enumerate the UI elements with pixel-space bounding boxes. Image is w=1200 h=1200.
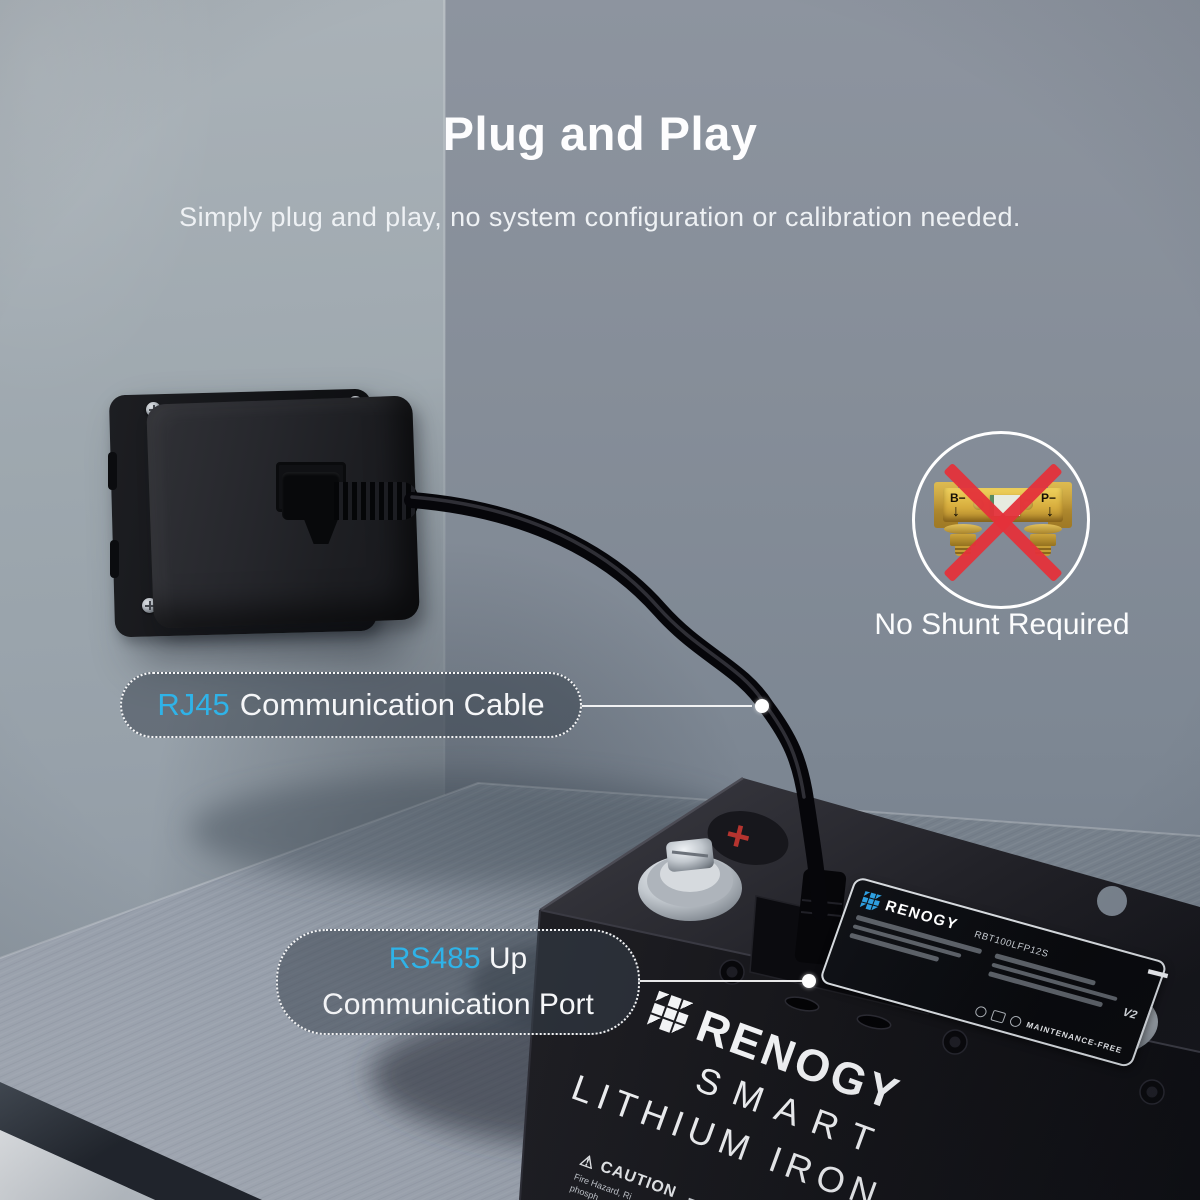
rs485-text-line2: Communication Port	[322, 988, 594, 1021]
rj45-callout: RJ45 Communication Cable	[120, 672, 582, 738]
battery-edge-notch	[1097, 886, 1127, 916]
desk-front-edge	[0, 1082, 262, 1200]
page-title: Plug and Play	[442, 107, 758, 160]
renogy-logo-icon	[647, 990, 694, 1038]
wall-corner	[443, 0, 446, 860]
rj45-highlight: RJ45	[157, 687, 230, 722]
rs485-callout-dot	[802, 974, 816, 988]
shunt-bolt	[1024, 524, 1062, 556]
rj45-callout-dot	[755, 699, 769, 713]
rj45-callout-line	[580, 705, 752, 707]
cert-icon	[990, 1009, 1007, 1024]
rs485-highlight: RS485	[388, 941, 481, 975]
page-subtitle: Simply plug and play, no system configur…	[179, 202, 1021, 232]
mount-notch	[110, 540, 119, 578]
positive-indent	[707, 811, 789, 865]
rs485-text-up: Up	[488, 941, 528, 975]
no-shunt-icon: B− P− ↓ ↓	[912, 431, 1090, 609]
label-version: V2	[1121, 1006, 1139, 1022]
shunt-bolt	[944, 524, 982, 556]
mount-notch	[108, 452, 117, 490]
renogy-logo-icon	[859, 891, 882, 912]
rj45-plug	[282, 472, 340, 520]
rs485-callout-line	[638, 980, 806, 982]
shunt-p-terminal-label: P−	[1040, 491, 1056, 505]
battery-front	[520, 910, 1200, 1200]
positive-terminal	[638, 838, 742, 921]
rj45-text: Communication Cable	[239, 687, 545, 722]
floor	[0, 1130, 155, 1200]
shunt-b-terminal-label: B−	[950, 491, 966, 505]
rs485-callout: RS485 Up Communication Port	[276, 929, 640, 1035]
cert-icon	[973, 1005, 988, 1019]
no-shunt-label: No Shunt Required	[874, 608, 1130, 641]
down-arrow-icon: ↓	[952, 503, 960, 520]
down-arrow-icon: ↓	[1046, 503, 1054, 520]
cert-icon	[1008, 1014, 1023, 1029]
rj45-cable-boot	[334, 482, 418, 520]
shunt-illustration: B− P− ↓ ↓	[934, 472, 1072, 572]
communication-cable	[404, 492, 828, 920]
